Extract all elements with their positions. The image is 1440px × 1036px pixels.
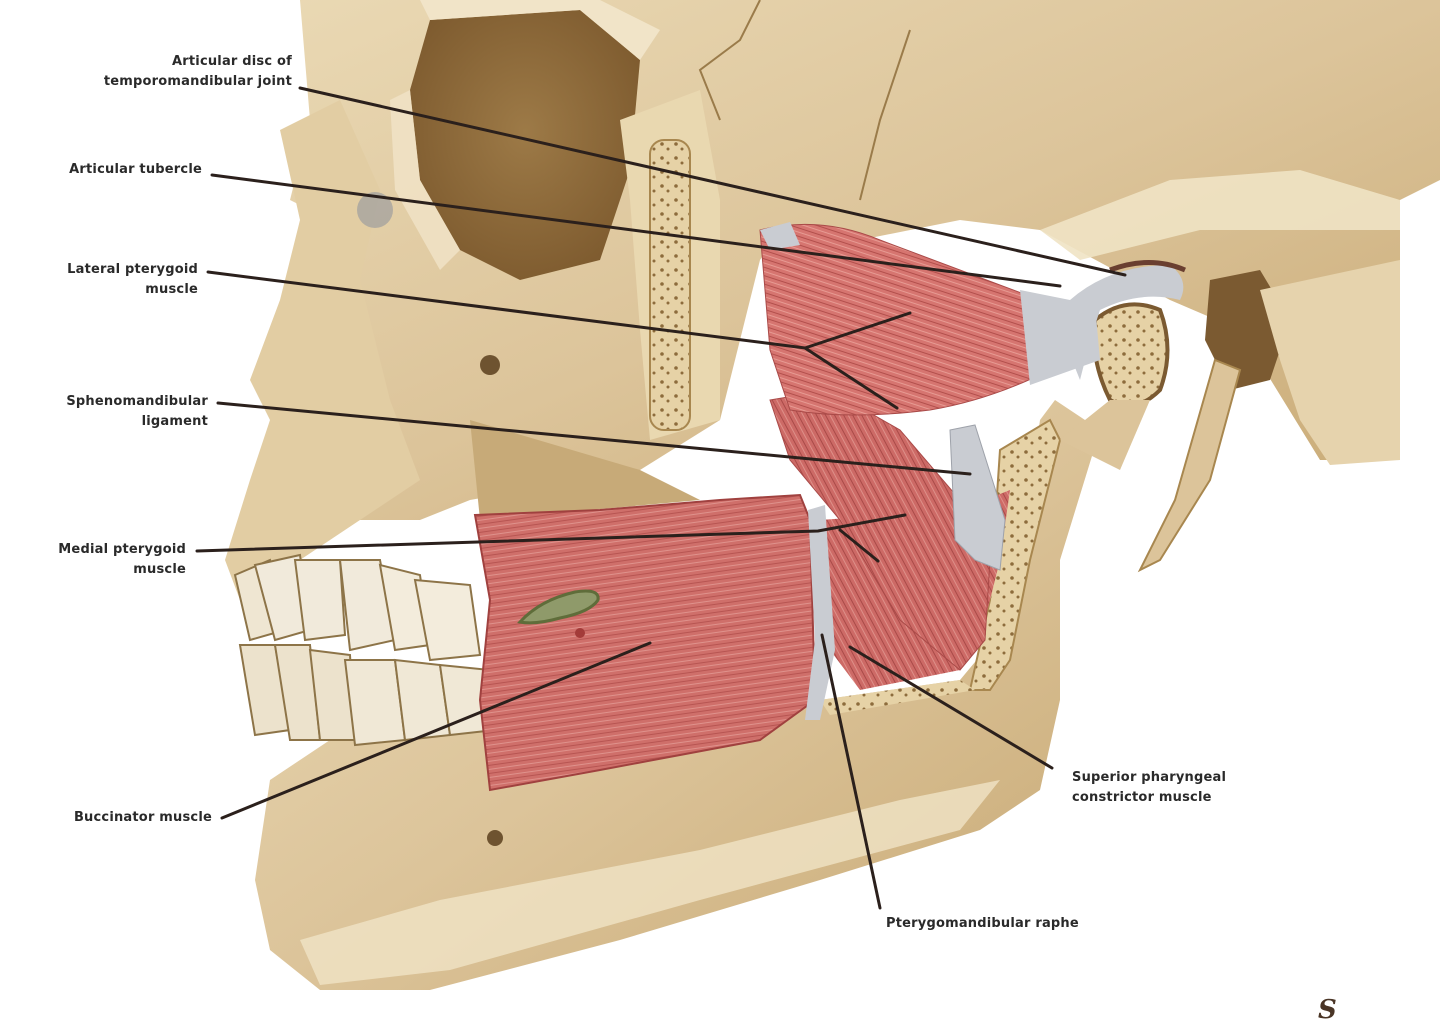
label-line: constrictor muscle	[1072, 790, 1212, 805]
leader-articular-disc	[298, 86, 1127, 277]
lateral-pterygoid-tendon	[1020, 290, 1100, 385]
mental-foramen	[487, 830, 503, 846]
leader-medial-pterygoid	[195, 513, 907, 553]
sphenomandibular-ligament	[949, 424, 1006, 571]
mastoid-process	[1260, 260, 1400, 465]
articular-disc	[1060, 265, 1184, 380]
label-articular-disc: Articular disc of temporomandibular join…	[60, 52, 292, 92]
leader-sphenomandibular	[216, 401, 972, 476]
label-line: Lateral pterygoid	[67, 262, 198, 277]
orbit	[410, 10, 640, 280]
teeth	[233, 553, 497, 747]
zygomatic-section	[649, 139, 691, 431]
label-line: Buccinator muscle	[73, 810, 212, 825]
mandible-lower-highlight	[300, 780, 1000, 985]
label-medial-pterygoid: Medial pterygoid muscle	[20, 540, 186, 580]
infraorbital-foramen	[357, 192, 393, 228]
label-pterygomandibular-raphe: Pterygomandibular raphe	[886, 914, 1079, 934]
buccinator-muscle	[473, 493, 817, 792]
temporal-region	[1137, 260, 1400, 573]
artist-signature: S	[1318, 995, 1337, 1025]
label-line: ligament	[141, 414, 208, 429]
label-line: Pterygomandibular raphe	[886, 916, 1079, 931]
leader-superior-pharyngeal	[848, 645, 1054, 770]
leader-medial-pterygoid-lower	[838, 528, 880, 563]
orbit-rim-highlight	[420, 0, 660, 60]
label-sphenomandibular-ligament: Sphenomandibular ligament	[20, 392, 208, 432]
mandible	[255, 260, 1186, 990]
label-lateral-pterygoid: Lateral pterygoid muscle	[30, 260, 198, 300]
label-superior-pharyngeal-constrictor: Superior pharyngeal constrictor muscle	[1072, 768, 1226, 808]
label-line: Articular tubercle	[69, 162, 202, 177]
skull	[225, 0, 1440, 600]
label-line: temporomandibular joint	[103, 74, 292, 89]
leader-lateral-pterygoid-lower	[803, 346, 899, 410]
label-articular-tubercle: Articular tubercle	[30, 160, 202, 180]
label-buccinator: Buccinator muscle	[30, 808, 212, 828]
label-line: Articular disc of	[172, 54, 292, 69]
leader-lines	[195, 86, 1127, 910]
leader-pterygomandibular-raphe	[820, 633, 882, 910]
label-line: muscle	[133, 562, 186, 577]
label-line: Sphenomandibular	[66, 394, 208, 409]
alveolar-section	[820, 680, 975, 715]
leader-buccinator	[220, 641, 652, 820]
label-line: Medial pterygoid	[58, 542, 186, 557]
label-line: Superior pharyngeal	[1072, 770, 1227, 785]
condylar-neck	[1060, 400, 1150, 470]
leader-articular-tubercle	[210, 173, 1062, 288]
mandibular-condyle	[1092, 302, 1170, 408]
styloid-process	[1137, 358, 1242, 573]
parotid-duct	[517, 589, 600, 625]
label-line: muscle	[145, 282, 198, 297]
